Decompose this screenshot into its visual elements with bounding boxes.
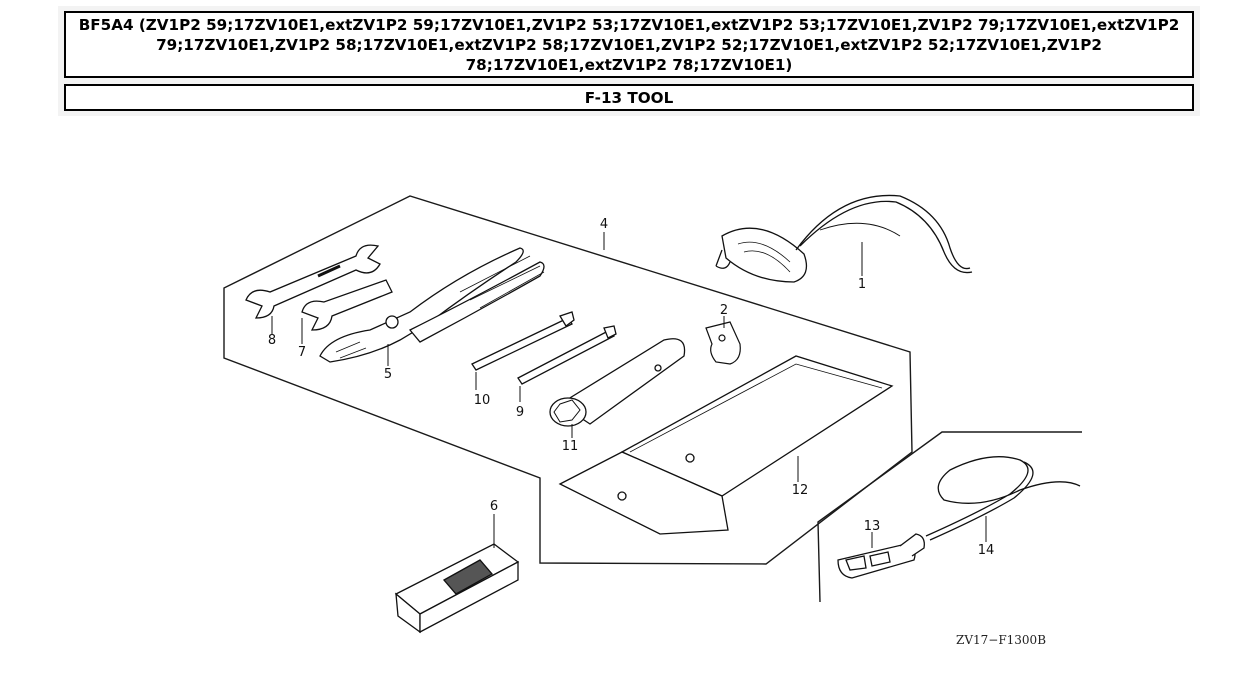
callout-11: 11 bbox=[562, 439, 579, 454]
starter-rope-14-icon bbox=[925, 456, 1081, 541]
callout-8: 8 bbox=[268, 333, 276, 348]
callout-13: 13 bbox=[864, 519, 881, 534]
clip-2-icon bbox=[705, 321, 741, 365]
screwdriver-9-icon bbox=[517, 325, 617, 385]
pliers-5-icon bbox=[319, 247, 545, 363]
page-title: BF5A4 (ZV1P2 59;17ZV10E1,extZV1P2 59;17Z… bbox=[64, 11, 1194, 78]
spark-plug-box-6-icon bbox=[394, 543, 520, 634]
callout-9: 9 bbox=[516, 405, 524, 420]
callout-14: 14 bbox=[978, 543, 995, 558]
tool-bag-12-icon bbox=[558, 355, 894, 535]
screwdriver-10-icon bbox=[471, 311, 575, 371]
figure-code: ZV17−F1300B bbox=[956, 633, 1046, 647]
box-spanner-11-icon bbox=[549, 338, 686, 427]
callout-1: 1 bbox=[858, 277, 866, 292]
starter-grip-13-icon bbox=[837, 533, 925, 579]
starter-group-outline bbox=[817, 431, 1082, 603]
callout-2: 2 bbox=[720, 303, 728, 318]
toolkit-group-outline bbox=[223, 195, 913, 565]
wrench-8-icon bbox=[245, 244, 381, 319]
callout-12: 12 bbox=[792, 483, 809, 498]
callout-6: 6 bbox=[490, 499, 498, 514]
callout-10: 10 bbox=[474, 393, 491, 408]
section-title: F-13 TOOL bbox=[64, 84, 1194, 111]
callout-7: 7 bbox=[298, 345, 306, 360]
starter-cord-1-icon bbox=[715, 194, 973, 283]
callout-5: 5 bbox=[384, 367, 392, 382]
callout-4: 4 bbox=[600, 217, 608, 232]
wrench-7-icon bbox=[301, 279, 393, 331]
